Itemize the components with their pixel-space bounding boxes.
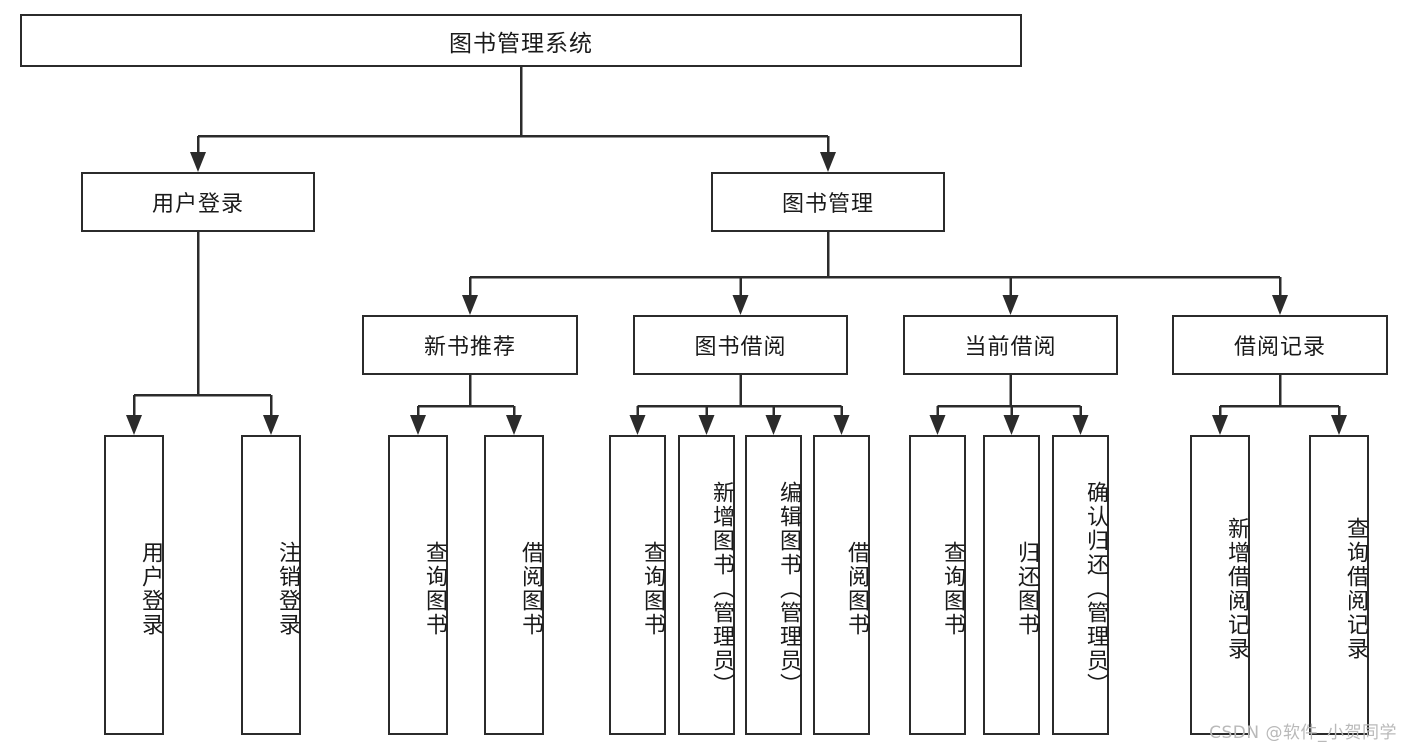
node-label: 查询图书: [422, 541, 447, 637]
node-label: 新增图书（管理员）: [709, 481, 734, 697]
node-leaf_edit_book[interactable]: 编辑图书（管理员）: [745, 435, 802, 735]
node-leaf_user_login[interactable]: 用户登录: [104, 435, 164, 735]
arrowhead-icon: [506, 415, 522, 435]
arrowhead-icon: [126, 415, 142, 435]
node-label: 借阅图书: [844, 541, 869, 637]
node-leaf_return_book[interactable]: 归还图书: [983, 435, 1040, 735]
node-label: 注销登录: [275, 541, 300, 637]
arrowhead-icon: [833, 415, 850, 435]
node-root[interactable]: 图书管理系统: [20, 14, 1022, 67]
node-label: 图书管理: [781, 192, 874, 217]
node-label: 借阅图书: [518, 541, 543, 637]
node-label: 当前借阅: [964, 335, 1057, 360]
node-current_borrow[interactable]: 当前借阅: [903, 315, 1118, 375]
node-label: 用户登录: [138, 541, 163, 637]
node-leaf_user_logout[interactable]: 注销登录: [241, 435, 301, 735]
arrowhead-icon: [765, 415, 782, 435]
node-label: 查询图书: [640, 541, 665, 637]
arrowhead-icon: [410, 415, 426, 435]
arrowhead-icon: [1212, 415, 1228, 435]
node-borrow_record[interactable]: 借阅记录: [1172, 315, 1388, 375]
arrowhead-icon: [629, 415, 646, 435]
node-label: 图书管理系统: [449, 30, 593, 57]
node-leaf_confirm_ret[interactable]: 确认归还（管理员）: [1052, 435, 1109, 735]
node-leaf_borrow_book_1[interactable]: 借阅图书: [484, 435, 544, 735]
arrowhead-icon: [1331, 415, 1347, 435]
arrowhead-icon: [929, 415, 946, 435]
node-label: 用户登录: [151, 192, 244, 217]
node-new_book_rec[interactable]: 新书推荐: [362, 315, 578, 375]
node-book_borrow[interactable]: 图书借阅: [633, 315, 848, 375]
arrowhead-icon: [1002, 295, 1019, 315]
node-label: 新书推荐: [423, 335, 516, 360]
node-label: 查询图书: [940, 541, 965, 637]
arrowhead-icon: [1072, 415, 1089, 435]
node-label: 图书借阅: [694, 335, 787, 360]
arrowhead-icon: [698, 415, 715, 435]
node-leaf_query_book_1[interactable]: 查询图书: [388, 435, 448, 735]
arrowhead-icon: [732, 295, 749, 315]
node-leaf_add_record[interactable]: 新增借阅记录: [1190, 435, 1250, 735]
arrowhead-icon: [820, 152, 836, 172]
node-label: 确认归还（管理员）: [1083, 481, 1108, 697]
node-label: 新增借阅记录: [1224, 517, 1249, 661]
arrowhead-icon: [1272, 295, 1288, 315]
node-leaf_borrow_book_2[interactable]: 借阅图书: [813, 435, 870, 735]
node-label: 编辑图书（管理员）: [776, 481, 801, 697]
arrowhead-icon: [1003, 415, 1020, 435]
node-label: 查询借阅记录: [1343, 517, 1368, 661]
arrowhead-icon: [263, 415, 279, 435]
node-leaf_query_book_2[interactable]: 查询图书: [609, 435, 666, 735]
node-leaf_add_book[interactable]: 新增图书（管理员）: [678, 435, 735, 735]
node-user_login[interactable]: 用户登录: [81, 172, 315, 232]
node-book_manage[interactable]: 图书管理: [711, 172, 945, 232]
arrowhead-icon: [462, 295, 478, 315]
node-label: 归还图书: [1014, 541, 1039, 637]
node-label: 借阅记录: [1233, 335, 1326, 360]
arrowhead-icon: [190, 152, 206, 172]
node-leaf_query_record[interactable]: 查询借阅记录: [1309, 435, 1369, 735]
node-leaf_query_book_3[interactable]: 查询图书: [909, 435, 966, 735]
watermark: CSDN @软件_小贺同学: [1209, 723, 1397, 743]
